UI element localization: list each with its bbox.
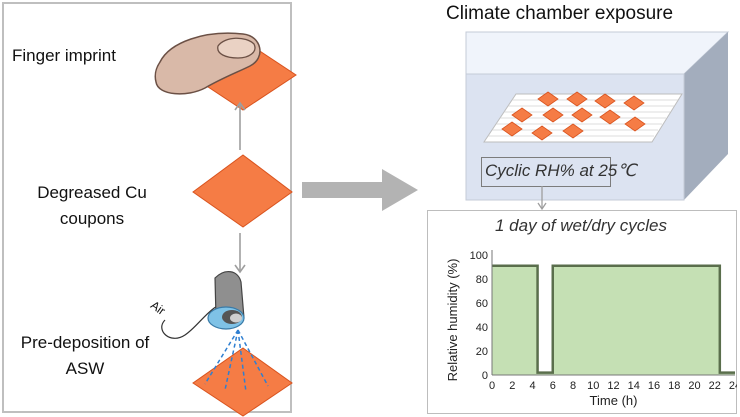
x-tick-label: 24 [729,380,737,392]
chamber-top [465,31,730,75]
spray-lines [204,329,269,393]
cyclic-rh-box [481,157,611,187]
y-tick-label: 60 [476,298,488,310]
climate-title: Climate chamber exposure [446,3,674,24]
x-tick-label: 10 [587,380,599,392]
arrow-up-icon [234,101,246,150]
sprayer-icon [207,271,245,330]
degreased-cu-label: Degreased Cu coupons [37,183,147,228]
x-tick-label: 18 [668,380,680,392]
plot-layer: 020406080100024681012141618202224Time (h… [445,250,737,408]
left-illustrations [154,32,297,417]
big-arrow-icon [302,169,418,211]
y-tick-label: 100 [470,250,488,262]
x-axis-label: Time (h) [590,393,638,408]
rack-coupons [501,91,646,141]
x-tick-label: 22 [709,380,721,392]
x-tick-label: 20 [688,380,700,392]
x-tick-label: 8 [570,380,576,392]
humidity-chart: 020406080100024681012141618202224Time (h… [445,250,737,408]
chart-title: 1 day of wet/dry cycles [495,216,667,235]
x-tick-label: 6 [550,380,556,392]
humidity-line [492,264,735,374]
climate-chamber [465,31,730,201]
pre-deposition-label: Pre-deposition of ASW [20,333,150,378]
arrow-down-icon [234,233,246,274]
x-tick-label: 2 [509,380,515,392]
y-tick-label: 40 [476,322,488,334]
connector-arrow-icon [537,186,547,211]
copper-coupon-degreased [192,154,293,228]
y-tick-label: 80 [476,274,488,286]
chamber-side [684,32,728,200]
x-tick-label: 12 [607,380,619,392]
copper-coupon-spray [192,347,293,417]
finger-imprint-label: Finger imprint [12,46,116,65]
y-tick-label: 20 [476,346,488,358]
cyclic-rh-label: Cyclic RH% at 25℃ [485,161,637,180]
x-tick-label: 0 [489,380,495,392]
y-axis-label: Relative humidity (%) [445,259,460,382]
humidity-area [492,265,735,375]
x-tick-label: 16 [648,380,660,392]
x-tick-label: 14 [628,380,640,392]
finger-icon [154,32,261,95]
y-tick-label: 0 [482,370,488,382]
x-tick-label: 4 [529,380,535,392]
